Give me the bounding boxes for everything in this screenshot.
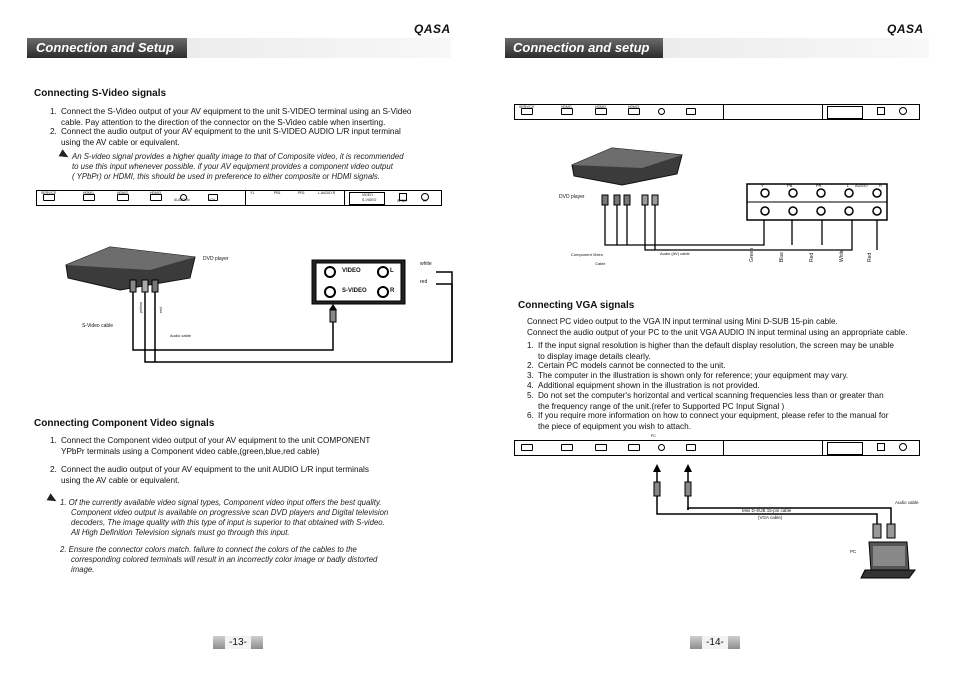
rf-port-icon xyxy=(899,107,907,115)
audio-in-jack-icon xyxy=(658,108,665,115)
hdmi3-port-icon xyxy=(628,444,640,451)
page-number: -14- xyxy=(690,636,740,649)
component-jack-block xyxy=(723,105,823,119)
note-arrow-icon xyxy=(46,493,59,505)
audio-cable-label: Audio cable xyxy=(895,500,919,505)
hdmi2-port-icon xyxy=(595,108,607,115)
svideo-heading: Connecting S-Video signals xyxy=(34,88,167,99)
hdmi1-port-icon xyxy=(561,108,573,115)
dvd-player-label: DVD player xyxy=(203,256,229,262)
vga-step-3: 3. The computer in the illustration is s… xyxy=(527,371,849,380)
green-plug-label: Green xyxy=(749,248,755,262)
section-banner: Connection and Setup xyxy=(27,38,451,58)
vga-port-icon xyxy=(686,108,696,115)
vga-port-icon xyxy=(208,194,218,201)
vga-step-4: 4. Additional equipment shown in the ill… xyxy=(527,381,760,390)
audio-in-jack-icon xyxy=(180,194,187,201)
brand-logo: QASA xyxy=(887,22,924,36)
red-plug-label: Red xyxy=(809,252,815,262)
svideo-cable-label: S-Video cable xyxy=(82,323,114,329)
section-banner: Connection and setup xyxy=(505,38,929,58)
component-cable-label-2: Cable xyxy=(595,261,606,266)
dsub-cable-label: Mini D-SUB 15-pin cable xyxy=(742,508,792,513)
svideo-step-1: 1. Connect the S-Video output of your AV… xyxy=(50,107,412,127)
component-note-1: 1. Of the currently available video sign… xyxy=(60,498,389,537)
banner-title: Connection and setup xyxy=(513,40,650,55)
hdmi3-port-icon xyxy=(150,194,162,201)
vga-heading: Connecting VGA signals xyxy=(518,300,635,311)
white-cable-label: white xyxy=(420,261,432,267)
audio-cable-label: Audio cable xyxy=(170,333,191,338)
component-step-2: 2. Connect the audio output of your AV e… xyxy=(50,465,369,485)
video-jack-label: VIDEO xyxy=(342,268,361,274)
hdmi1-port-icon xyxy=(561,444,573,451)
svideo-jack-block xyxy=(827,106,863,119)
audio-in-jack-icon xyxy=(658,444,665,451)
spdif-port-icon xyxy=(877,443,885,451)
component-diagram xyxy=(571,147,888,251)
pc-label: PC xyxy=(850,549,857,554)
hdmi3-port-icon xyxy=(628,108,640,115)
vga-step-5: 5. Do not set the computer's horizontal … xyxy=(527,391,884,411)
svideo-jack-label: S-VIDEO xyxy=(342,288,367,294)
vga-step-1: 1. If the input signal resolution is hig… xyxy=(527,341,894,361)
component-jack-block xyxy=(723,441,823,455)
component-heading: Connecting Component Video signals xyxy=(34,418,215,429)
right-page: QASA Connection and setup SERVICE HDMI1 … xyxy=(477,0,954,674)
red2-plug-label: Red xyxy=(867,252,873,262)
spdif-port-icon xyxy=(877,107,885,115)
svideo-note: An S-video signal provides a higher qual… xyxy=(72,152,404,181)
service-port-icon xyxy=(521,444,533,451)
component-step-1: 1. Connect the Component video output of… xyxy=(50,436,371,456)
hdmi1-port-icon xyxy=(83,194,95,201)
vga-step-2: 2. Certain PC models cannot be connected… xyxy=(527,361,726,370)
service-port-icon xyxy=(43,194,55,201)
component-cable-label: Component Video xyxy=(571,252,603,257)
vga-intro: Connect PC video output to the VGA IN in… xyxy=(527,317,908,337)
rf-port-icon xyxy=(421,193,429,201)
banner-title: Connection and Setup xyxy=(36,40,174,55)
vga-diagram xyxy=(653,464,916,579)
rf-port-icon xyxy=(899,443,907,451)
audio-l-label: L xyxy=(390,268,394,274)
spdif-port-icon xyxy=(399,193,407,201)
audio-av-cable-label: Audio (AV) cable xyxy=(660,251,690,256)
vga-cable-label: (VGA cable) xyxy=(758,515,783,520)
audio-r-label: R xyxy=(390,288,395,294)
white-plug-label: White xyxy=(839,249,845,262)
component-note-2: 2. Ensure the connector colors match. fa… xyxy=(60,545,378,574)
red-cable-label: red xyxy=(420,279,428,285)
service-port-icon xyxy=(521,108,533,115)
left-page: QASA Connection and Setup Connecting S-V… xyxy=(27,22,453,649)
brand-logo: QASA xyxy=(414,22,451,36)
tv-back-panel: SERVICE HDMI1 HDMI2 HDMI3 AUDIO IN VGA Y… xyxy=(36,190,442,206)
tv-back-panel: SERVICE HDMI1 HDMI2 HDMI3 xyxy=(514,104,920,120)
hdmi2-port-icon xyxy=(117,194,129,201)
vga-step-6: 6. If you require more information on ho… xyxy=(527,411,889,431)
note-arrow-icon xyxy=(58,149,71,161)
vga-port-icon xyxy=(686,444,696,451)
page-number: -13- xyxy=(213,636,263,649)
svideo-jack-block xyxy=(827,442,863,455)
dvd-player-label: DVD player xyxy=(559,194,585,200)
yellow-plug-label: yellow xyxy=(138,301,143,313)
component-jack-block: Y1 PB1 PR1 L AUDIO R xyxy=(245,191,345,205)
hdmi2-port-icon xyxy=(595,444,607,451)
blue-plug-label: Blue xyxy=(779,251,785,262)
svideo-step-2: 2. Connect the audio output of your AV e… xyxy=(50,127,401,147)
red-plug-label: red xyxy=(158,307,163,313)
svideo-diagram xyxy=(65,246,453,363)
tv-back-panel: PC xyxy=(514,434,920,456)
svideo-jack-block: VIDEO S-VIDEO xyxy=(349,192,385,205)
